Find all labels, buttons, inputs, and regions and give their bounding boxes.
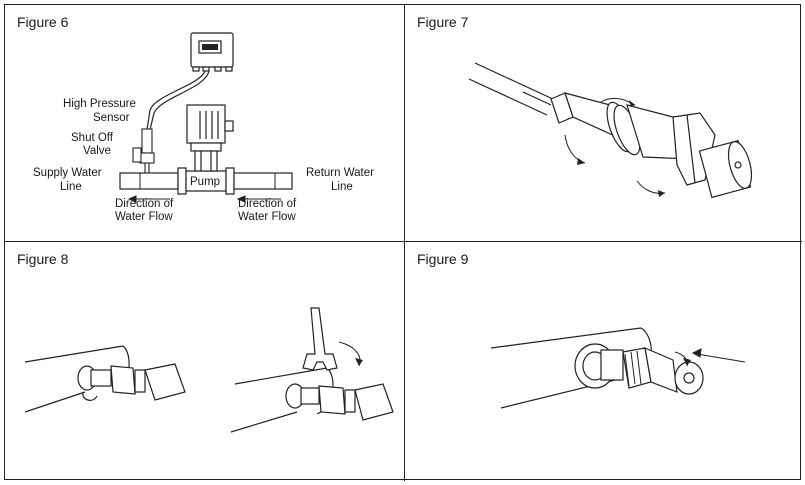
shut-off-label: Shut Off: [71, 132, 114, 144]
flow-arrow-right: [236, 195, 281, 203]
return-line-label: Line: [331, 181, 353, 193]
pipe-assembly: [119, 104, 293, 195]
direction-label-1: Direction of: [115, 198, 174, 210]
flow-arrow-left: [127, 195, 170, 203]
figure-9-title: Figure 9: [417, 251, 469, 267]
supply-water-label: Supply Water: [33, 167, 102, 179]
figure-9-illustration: [490, 327, 746, 409]
pump-label: Pump: [190, 176, 220, 188]
insert-arrow: [691, 348, 746, 363]
supply-line-label: Line: [60, 181, 82, 193]
figure-7-panel: Figure 7: [405, 5, 802, 242]
figure-8-title: Figure 8: [17, 251, 69, 267]
return-water-label: Return Water: [306, 167, 374, 179]
figure-9-panel: Figure 9: [405, 242, 802, 481]
sensor-cable: [146, 70, 206, 131]
figure-7-illustration: [468, 62, 753, 199]
high-pressure-sensor: [132, 128, 155, 173]
direction-label-2: Direction of: [238, 198, 297, 210]
figure-6-title: Figure 6: [17, 14, 69, 30]
figure-6-diagram: High Pressure Sensor Shut Off Valve Supp…: [33, 32, 374, 223]
figure-8-illustration: [24, 307, 394, 433]
figure-8-panel: Figure 8: [5, 242, 405, 481]
figure-7-title: Figure 7: [417, 14, 469, 30]
rotation-arrow-left: [564, 134, 586, 164]
pipe-sensor-assembly: [490, 327, 704, 409]
figure-6-panel: Figure 6: [5, 5, 405, 242]
valve-label: Valve: [83, 145, 111, 157]
rotation-arrow-figure8: [338, 341, 361, 367]
water-flow-label-1: Water Flow: [115, 211, 173, 223]
controller-unit: [190, 32, 234, 72]
high-pressure-label: High Pressure: [63, 98, 136, 110]
sensor-cable-2: [149, 70, 210, 131]
sensor-connector-assembly: [468, 62, 753, 199]
water-flow-label-2: Water Flow: [238, 211, 296, 223]
thread-detail: [624, 350, 642, 387]
pipe-left: [24, 345, 186, 413]
figure-grid: Figure 6: [4, 4, 802, 481]
sensor-label: Sensor: [93, 112, 130, 124]
pipe-right: [230, 367, 394, 433]
wrench: [302, 307, 338, 371]
